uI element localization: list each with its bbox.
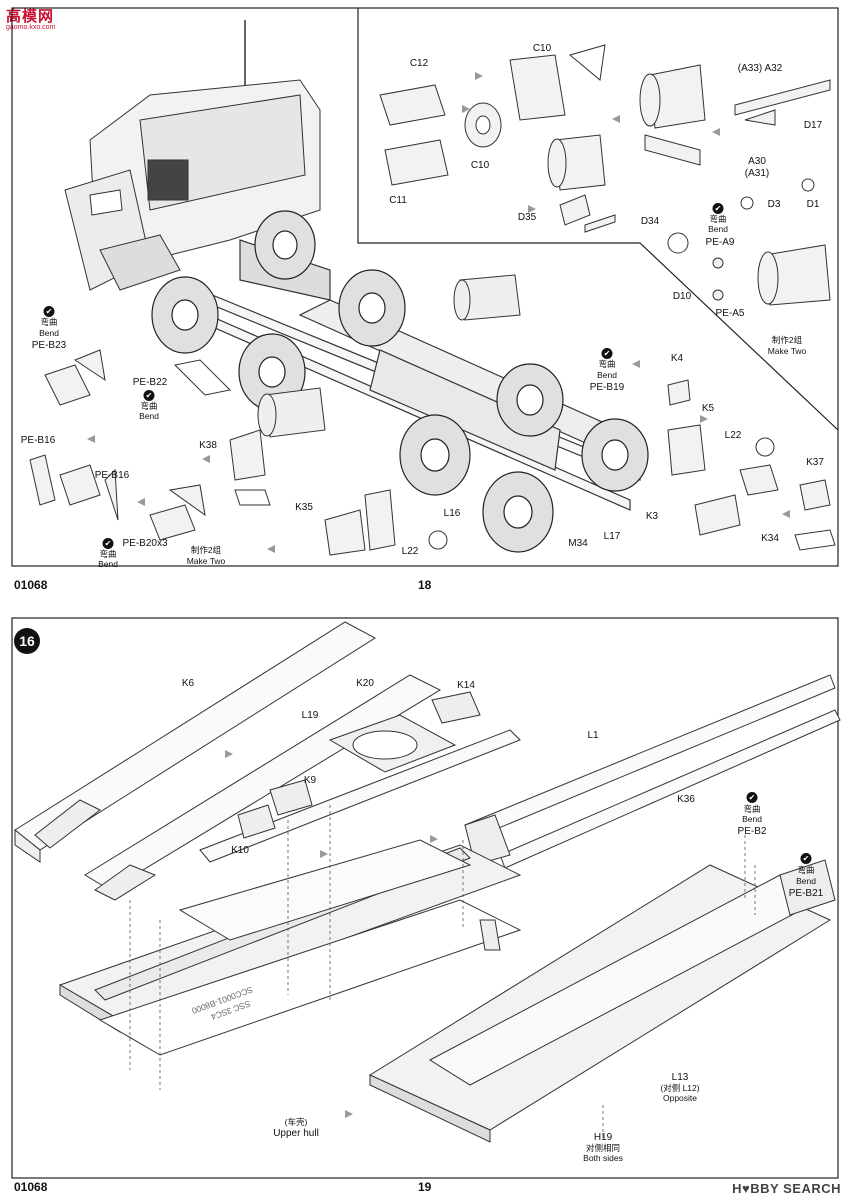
bend-label: Bend — [39, 328, 59, 338]
bend-icon: ✔ — [800, 853, 812, 864]
part-label-a30: A30 — [748, 156, 766, 167]
watermark-logo: H♥BBY SEARCH — [732, 1181, 841, 1196]
bend-icon: ✔ — [143, 390, 155, 401]
bend-icon: ✔ — [601, 348, 613, 359]
part-label-d3: D3 — [767, 199, 781, 210]
part-label-pe-a5: PE-A5 — [715, 308, 745, 319]
part-label-pe-b23: PE-B23 — [31, 340, 67, 351]
part-label-l22: L22 — [724, 430, 742, 441]
bend-icon: ✔ — [102, 538, 114, 549]
kit-code: 01068 — [14, 578, 48, 592]
part-label-k3: K3 — [645, 511, 659, 522]
part-label-k9: K9 — [303, 775, 317, 786]
bend-icon: ✔ — [712, 203, 724, 214]
page-number: 18 — [418, 578, 432, 592]
bend-label-cn: 弯曲 — [743, 804, 761, 814]
bend-label-cn: 弯曲 — [797, 865, 815, 875]
part-label-a31: (A31) — [744, 168, 770, 179]
bend-label-cn: 弯曲 — [40, 317, 58, 327]
page-number: 19 — [418, 1180, 432, 1194]
part-label-c10: C10 — [532, 43, 552, 54]
part-label-l13: L13 — [671, 1072, 689, 1083]
part-label-c11: C11 — [389, 195, 407, 206]
part-label-c10: C10 — [470, 160, 490, 171]
part-label-l16: L16 — [443, 508, 461, 519]
step-number: 16 — [14, 628, 40, 654]
bend-label-cn: 弯曲 — [99, 549, 117, 559]
part-label-d17: D17 — [803, 120, 823, 131]
make-two-label: Make Two — [186, 556, 226, 566]
part-label-pe-b16: PE-B16 — [20, 435, 56, 446]
upper-hull-label-cn: (车壳) — [284, 1117, 308, 1127]
bottom-illustration — [11, 617, 841, 1179]
bend-label-cn: 弯曲 — [140, 401, 158, 411]
part-label-pe-b2: PE-B2 — [737, 826, 767, 837]
part-label-k4: K4 — [670, 353, 684, 364]
part-label-l17: L17 — [603, 531, 621, 542]
part-label-k38: K38 — [199, 440, 217, 451]
part-label-k5: K5 — [701, 403, 715, 414]
part-label-pe-b16: PE-B16 — [94, 470, 130, 481]
bend-label: Bend — [597, 370, 617, 380]
bend-label: Bend — [796, 876, 816, 886]
bend-label-cn: 弯曲 — [598, 359, 616, 369]
part-label-k6: K6 — [181, 678, 195, 689]
part-label-l22: L22 — [401, 546, 419, 557]
opposite-label-cn: (对侧 L12) — [660, 1083, 700, 1093]
site-logo-url: gaomo.kxo.com — [6, 24, 56, 31]
upper-hull-label: Upper hull — [273, 1128, 319, 1139]
part-label-d1: D1 — [806, 199, 820, 210]
bend-label: Bend — [98, 559, 118, 569]
bend-icon: ✔ — [43, 306, 55, 317]
part-label-a32: (A33) A32 — [737, 63, 783, 74]
kit-code: 01068 — [14, 1180, 48, 1194]
part-label-pe-b20: PE-B20x3 — [122, 538, 168, 549]
part-label-k20: K20 — [356, 678, 374, 689]
part-label-d34: D34 — [640, 216, 660, 227]
part-label-c12: C12 — [409, 58, 429, 69]
part-label-pe-b19: PE-B19 — [589, 382, 625, 393]
make-two-label-cn: 制作2组 — [190, 545, 222, 555]
part-label-l1: L1 — [587, 730, 599, 741]
bend-label-cn: 弯曲 — [709, 214, 727, 224]
bend-label: Bend — [742, 814, 762, 824]
part-label-k37: K37 — [806, 457, 824, 468]
opposite-label: Opposite — [662, 1093, 698, 1103]
part-label-d10: D10 — [672, 291, 692, 302]
both-sides-label-cn: 对侧相同 — [585, 1143, 621, 1153]
part-label-k34: K34 — [761, 533, 779, 544]
site-logo: 高模网 — [6, 8, 55, 25]
manual-page-18: 高模网 gaomo.kxo.com — [6, 7, 839, 592]
bend-label: Bend — [139, 411, 159, 421]
part-label-k14: K14 — [457, 680, 475, 691]
part-label-k36: K36 — [677, 794, 695, 805]
manual-page-19: 16 K6 L19 K20 K14 K9 K10 L1 K36 ✔ 弯曲 Ben… — [0, 600, 849, 1200]
part-label-k10: K10 — [231, 845, 249, 856]
part-label-pe-b22: PE-B22 — [132, 377, 168, 388]
bend-label: Bend — [708, 224, 728, 234]
part-label-l19: L19 — [301, 710, 319, 721]
part-label-k35: K35 — [295, 502, 313, 513]
part-label-d35: D35 — [517, 212, 537, 223]
make-two-label-cn: 制作2组 — [771, 335, 803, 345]
part-label-pe-a9: PE-A9 — [705, 237, 735, 248]
part-label-h19: H19 — [593, 1132, 613, 1143]
top-illustration — [11, 7, 839, 567]
make-two-label: Make Two — [767, 346, 807, 356]
part-label-m34: M34 — [568, 538, 588, 549]
both-sides-label: Both sides — [583, 1153, 623, 1163]
bend-icon: ✔ — [746, 792, 758, 803]
part-label-pe-b21: PE-B21 — [788, 888, 824, 899]
